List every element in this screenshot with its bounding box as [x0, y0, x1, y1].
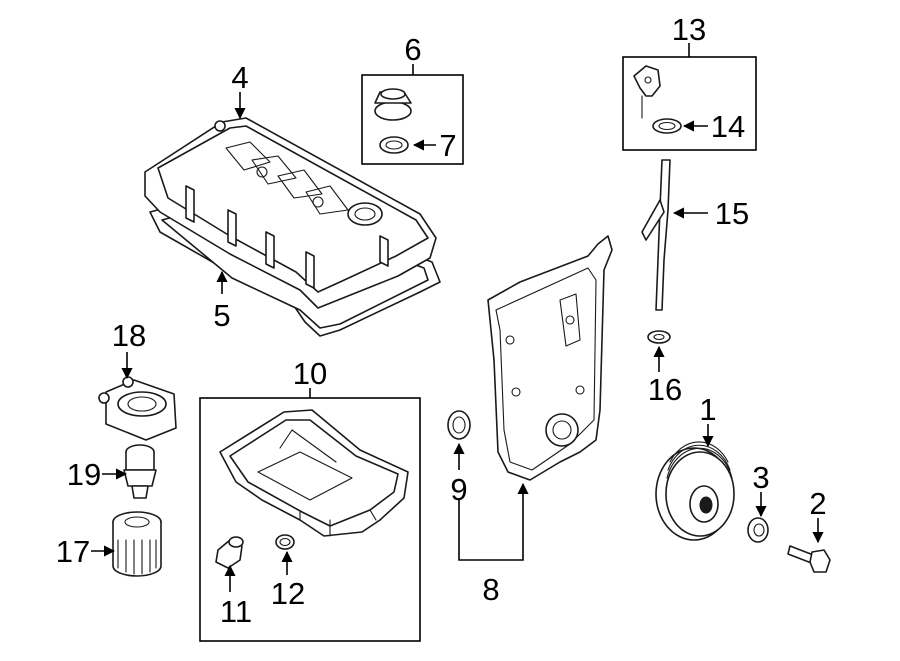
valve-cover: [144, 117, 437, 309]
callout-9: 9: [450, 472, 467, 507]
callout-16: 16: [648, 372, 682, 407]
callout-10: 10: [293, 356, 327, 391]
oil-cap-box: [361, 74, 464, 165]
dipstick-handle: [633, 65, 661, 119]
oil-cap-seal: [379, 136, 409, 154]
dipstick-tube-seal: [647, 330, 671, 344]
oil-filler-cap: [374, 88, 412, 121]
callout-6: 6: [404, 32, 421, 67]
callout-11: 11: [220, 594, 252, 629]
callout-18: 18: [112, 318, 146, 353]
callout-5: 5: [213, 298, 230, 333]
oil-filter: [112, 511, 162, 577]
callout-1: 1: [699, 392, 716, 427]
dipstick-tube: [641, 159, 671, 311]
callout-7: 7: [439, 128, 456, 163]
drain-plug: [215, 536, 244, 569]
dipstick-o-ring: [652, 118, 682, 134]
oil-pan-box: [199, 397, 421, 642]
crankshaft-pulley: [655, 441, 735, 541]
callout-14: 14: [711, 109, 745, 144]
callout-12: 12: [271, 576, 305, 611]
oil-cooler: [98, 376, 177, 441]
callout-labels: 1 2 3 4 5 6 7 8 9 10 11 12 13 14 15 16 1…: [56, 12, 827, 629]
oil-pan: [219, 409, 409, 537]
callout-17: 17: [56, 534, 90, 569]
timing-cover-seal: [447, 410, 471, 440]
callout-19: 19: [67, 457, 101, 492]
callout-8: 8: [482, 572, 499, 607]
callout-2: 2: [809, 486, 826, 521]
leader-lines: [91, 43, 824, 592]
callout-13: 13: [672, 12, 706, 47]
oil-pressure-valve: [123, 444, 157, 499]
callout-4: 4: [231, 60, 248, 95]
timing-cover: [487, 235, 613, 481]
crank-bolt: [787, 545, 831, 573]
drain-plug-gasket: [275, 534, 295, 550]
callout-15: 15: [715, 196, 749, 231]
callout-3: 3: [752, 460, 769, 495]
crank-washer: [747, 517, 769, 543]
